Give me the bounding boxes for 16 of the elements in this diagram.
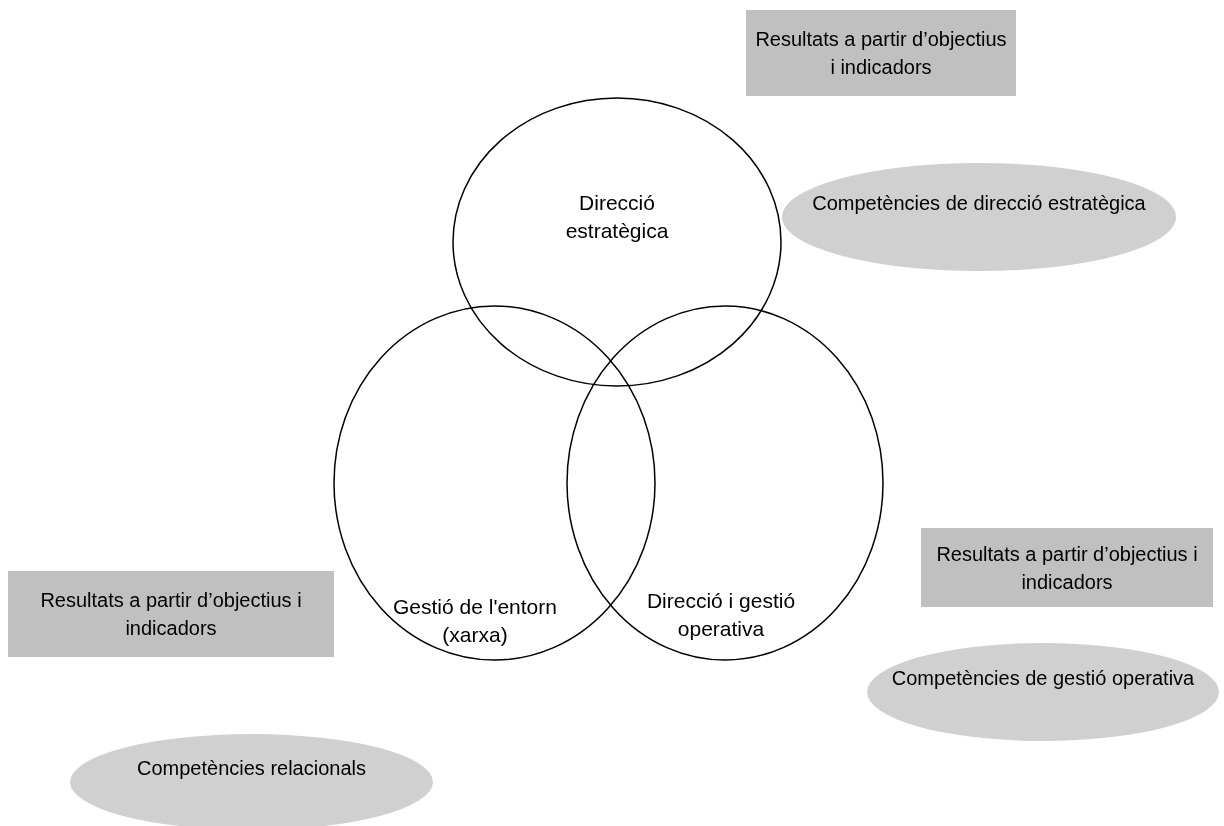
competency-ellipse [782, 163, 1176, 271]
node-label: Competències de gestió operativa [890, 666, 1196, 691]
node-label: Resultats a partir d’objectius i indicadors [754, 27, 1008, 80]
node-label: Competències de direcció estratègica [811, 191, 1147, 216]
venn-circle [452, 97, 782, 387]
result-box [746, 10, 1016, 96]
node-label: Gestió de l'entorn (xarxa) [392, 594, 558, 648]
competency-ellipse [867, 643, 1219, 741]
result-box [8, 571, 334, 657]
venn-circle [566, 305, 884, 661]
node-label: Direcció i gestió operativa [645, 588, 797, 642]
node-label: Direcció estratègica [564, 190, 670, 244]
result-box [921, 528, 1213, 607]
node-label: Resultats a partir d’objectius i indicadors [39, 588, 303, 641]
node-label: Competències relacionals [136, 756, 367, 781]
node-label: Resultats a partir d’objectius i indicadors [935, 541, 1199, 595]
